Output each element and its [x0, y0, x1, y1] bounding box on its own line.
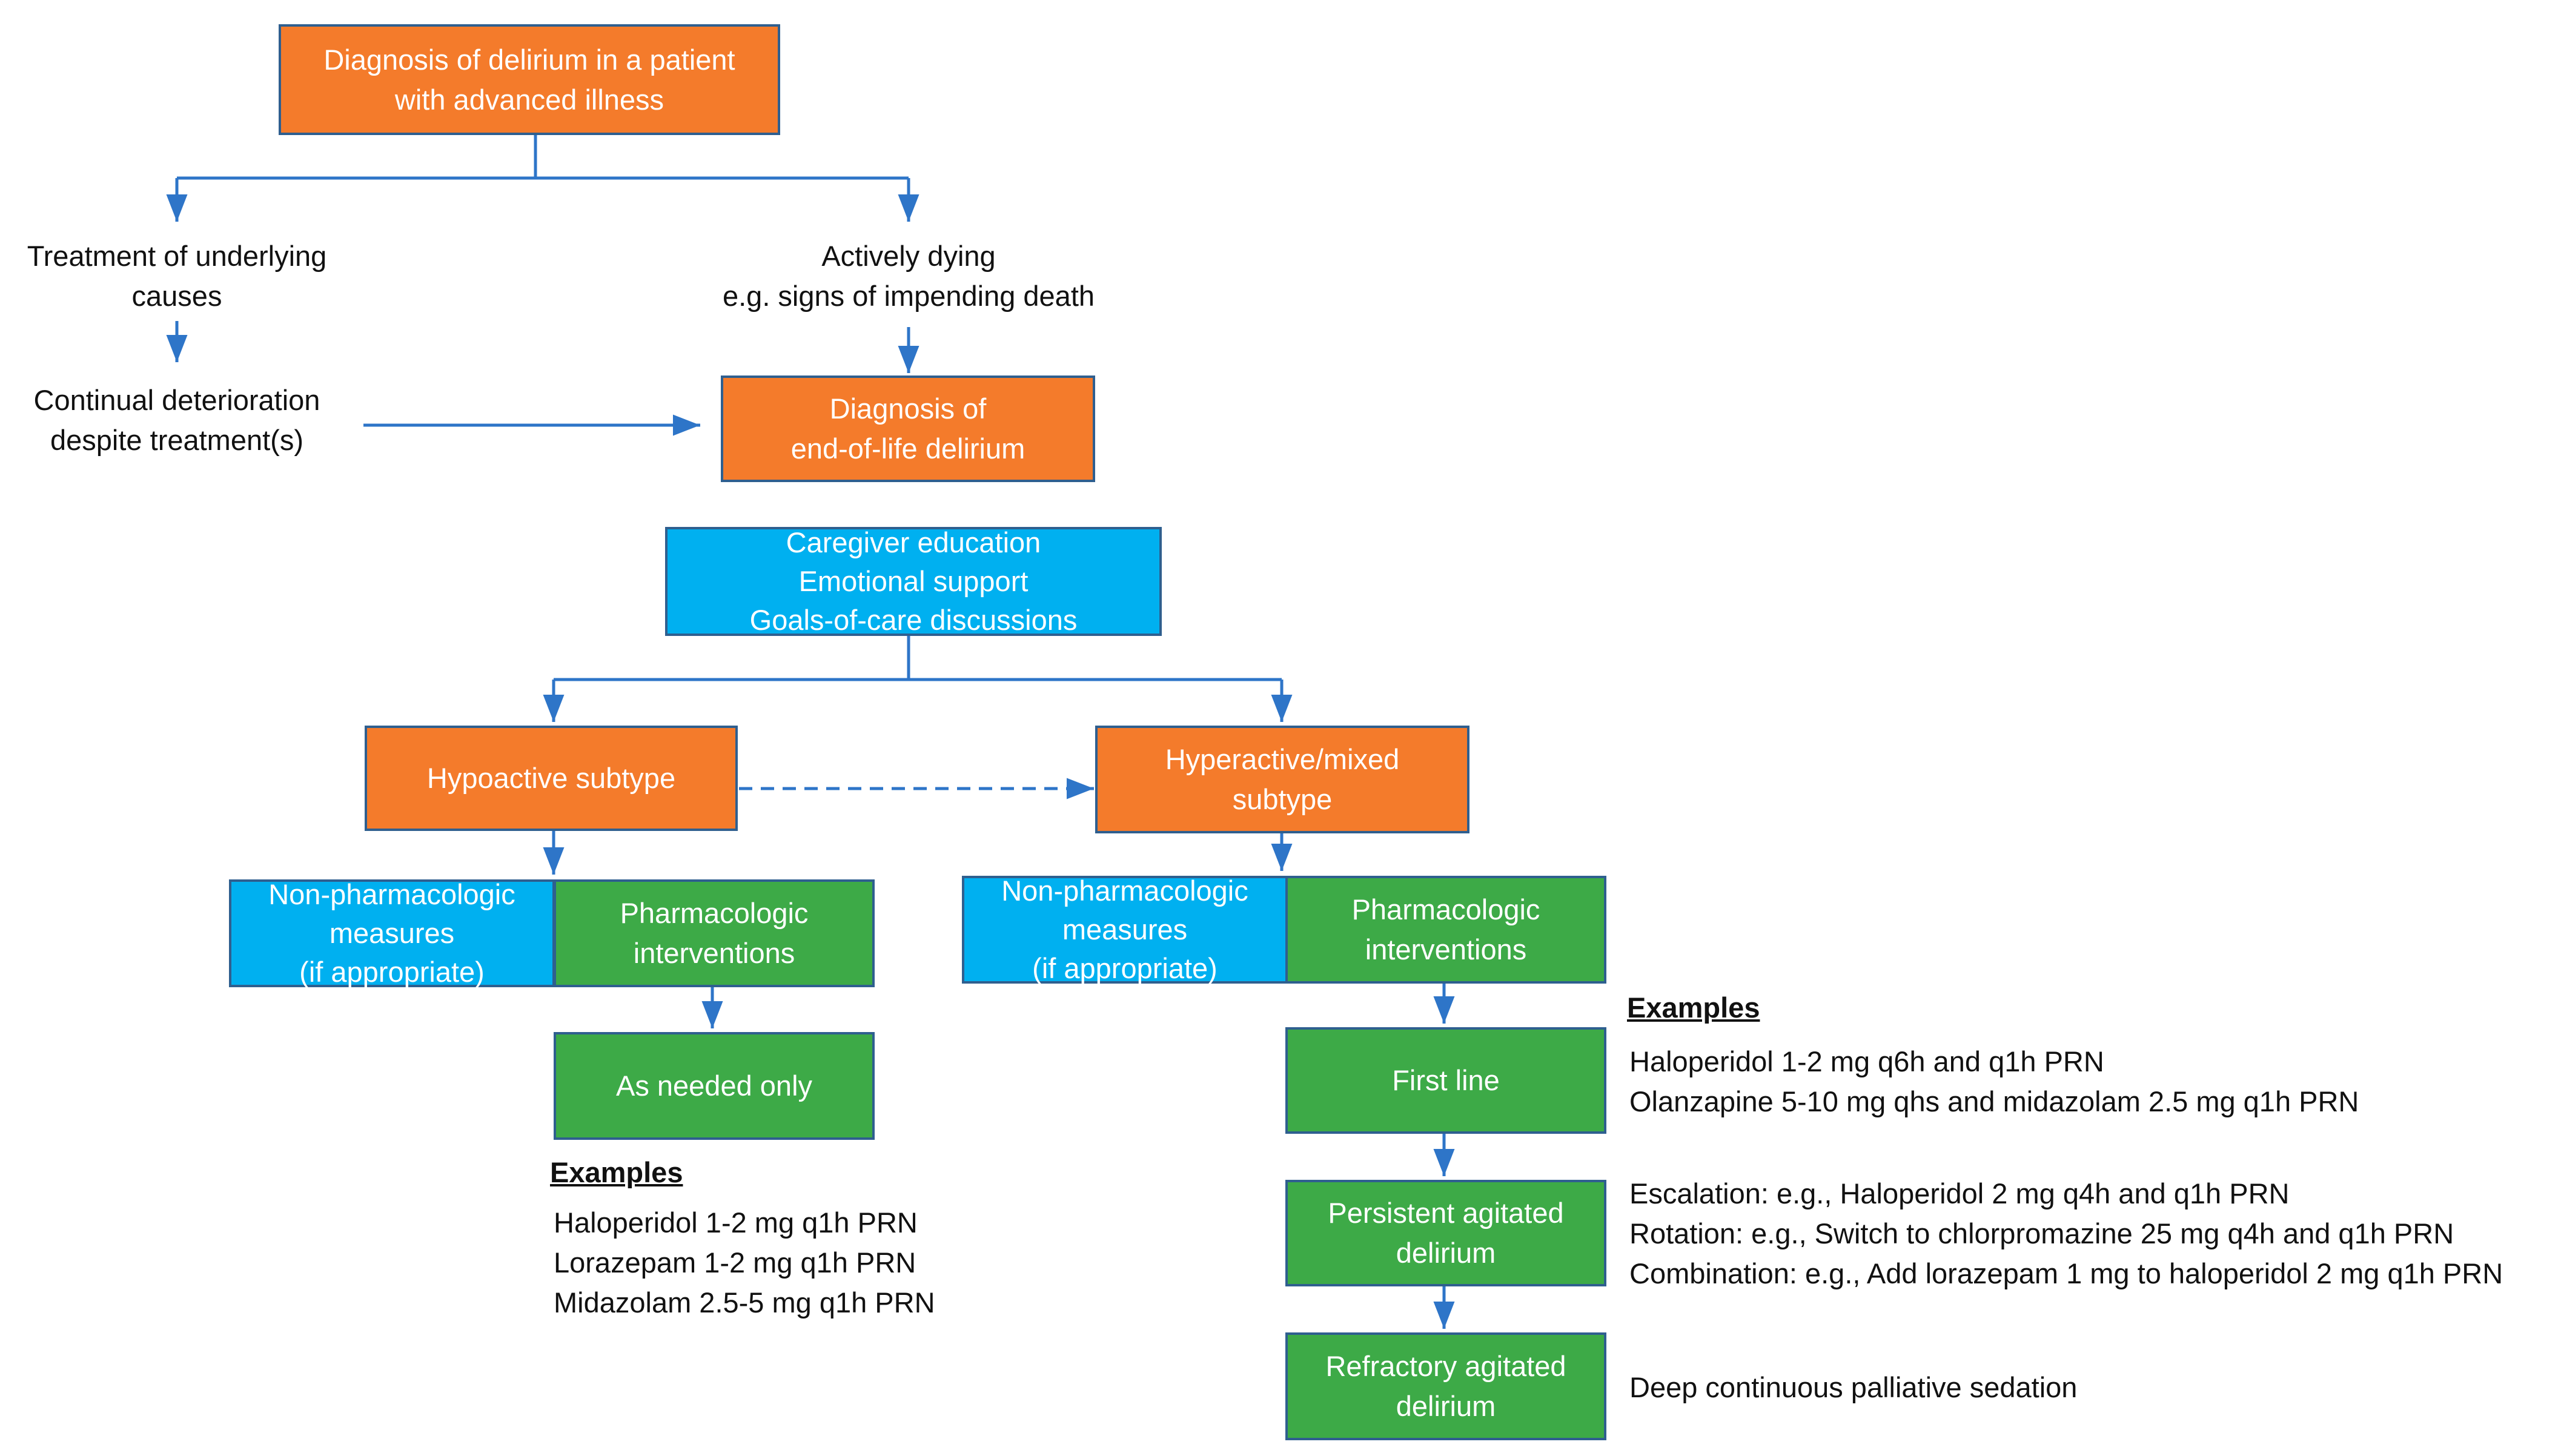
nonpharm-measures-left-box: Non-pharmacologic measures (if appropria… — [229, 878, 555, 988]
pharm-right-line-1: Pharmacologic — [1351, 893, 1540, 925]
actively-dying-line-2: e.g. signs of impending death — [722, 280, 1095, 312]
nonpharm-right-line-1: Non-pharmacologic — [1001, 875, 1248, 907]
continual-line-1: Continual deterioration — [33, 384, 320, 416]
nonpharm-right-line-2: measures — [1062, 913, 1188, 945]
first-line-box: First line — [1285, 1027, 1606, 1134]
treatment-line-2: causes — [131, 280, 222, 312]
nonpharm-left-line-3: (if appropriate) — [299, 956, 485, 988]
treatment-underlying-causes: Treatment of underlying causes — [1, 236, 353, 316]
pharm-interventions-left-box: Pharmacologic interventions — [554, 879, 875, 987]
refractory-line-1: Refractory agitated — [1325, 1350, 1566, 1382]
examples-left-heading: Examples — [550, 1156, 683, 1188]
example-left-item: Lorazepam 1-2 mg q1h PRN — [554, 1246, 916, 1279]
example-left-item: Midazolam 2.5-5 mg q1h PRN — [554, 1286, 935, 1319]
examples-persistent-list: Escalation: e.g., Haloperidol 2 mg q4h a… — [1629, 1174, 2503, 1294]
example-refractory-item: Deep continuous palliative sedation — [1629, 1371, 2078, 1403]
as-needed-only-box: As needed only — [554, 1032, 875, 1140]
caregiver-line-1: Caregiver education — [786, 526, 1041, 558]
actively-dying: Actively dying e.g. signs of impending d… — [666, 236, 1151, 316]
refractory-agitated-delirium-box: Refractory agitated delirium — [1285, 1332, 1606, 1440]
examples-left-list: Haloperidol 1-2 mg q1h PRN Lorazepam 1-2… — [554, 1203, 935, 1323]
nonpharm-left-line-1: Non-pharmacologic — [268, 878, 515, 910]
example-first-line-item: Haloperidol 1-2 mg q6h and q1h PRN — [1629, 1045, 2104, 1077]
nonpharm-right-line-3: (if appropriate) — [1032, 952, 1218, 984]
nonpharm-left-line-2: measures — [329, 917, 455, 949]
diagnosis-eol-line-1: Diagnosis of — [829, 392, 987, 425]
hyperactive-subtype-box: Hyperactive/mixed subtype — [1095, 726, 1469, 833]
as-needed-line-1: As needed only — [615, 1070, 813, 1102]
actively-dying-line-1: Actively dying — [821, 240, 996, 272]
example-first-line-item: Olanzapine 5-10 mg qhs and midazolam 2.5… — [1629, 1085, 2359, 1117]
examples-first-line-list: Haloperidol 1-2 mg q6h and q1h PRN Olanz… — [1629, 1042, 2359, 1122]
caregiver-line-3: Goals-of-care discussions — [749, 604, 1078, 636]
diagnosis-eol-box: Diagnosis of end-of-life delirium — [721, 376, 1095, 482]
example-left-item: Haloperidol 1-2 mg q1h PRN — [554, 1206, 918, 1239]
continual-line-2: despite treatment(s) — [50, 424, 303, 456]
hypoactive-line-1: Hypoactive subtype — [426, 762, 676, 794]
refractory-line-2: delirium — [1396, 1390, 1496, 1422]
first-line-label: First line — [1392, 1064, 1500, 1096]
pharm-interventions-right-box: Pharmacologic interventions — [1285, 876, 1606, 984]
hypoactive-subtype-box: Hypoactive subtype — [365, 726, 738, 831]
example-persistent-item: Escalation: e.g., Haloperidol 2 mg q4h a… — [1629, 1177, 2290, 1209]
persistent-line-1: Persistent agitated — [1328, 1197, 1564, 1229]
caregiver-line-2: Emotional support — [798, 565, 1029, 597]
diagnosis-eol-line-2: end-of-life delirium — [790, 432, 1025, 465]
diagnosis-delirium-line-2: with advanced illness — [394, 83, 664, 116]
treatment-line-1: Treatment of underlying — [27, 240, 327, 272]
example-persistent-item: Rotation: e.g., Switch to chlorpromazine… — [1629, 1217, 2454, 1249]
nonpharm-measures-right-box: Non-pharmacologic measures (if appropria… — [962, 875, 1288, 984]
persistent-line-2: delirium — [1396, 1237, 1496, 1269]
examples-refractory-list: Deep continuous palliative sedation — [1629, 1368, 2077, 1408]
examples-right-heading: Examples — [1627, 991, 1760, 1024]
pharm-right-line-2: interventions — [1365, 933, 1527, 965]
persistent-agitated-delirium-box: Persistent agitated delirium — [1285, 1180, 1606, 1286]
diagnosis-delirium-box: Diagnosis of delirium in a patient with … — [279, 24, 780, 135]
hyperactive-line-1: Hyperactive/mixed — [1165, 743, 1400, 775]
example-persistent-item: Combination: e.g., Add lorazepam 1 mg to… — [1629, 1257, 2503, 1289]
continual-deterioration: Continual deterioration despite treatmen… — [1, 380, 353, 460]
pharm-left-line-2: interventions — [633, 937, 795, 969]
hyperactive-line-2: subtype — [1232, 783, 1333, 815]
diagnosis-delirium-line-1: Diagnosis of delirium in a patient — [323, 43, 735, 76]
pharm-left-line-1: Pharmacologic — [620, 897, 809, 929]
caregiver-support-box: Caregiver education Emotional support Go… — [665, 526, 1162, 636]
